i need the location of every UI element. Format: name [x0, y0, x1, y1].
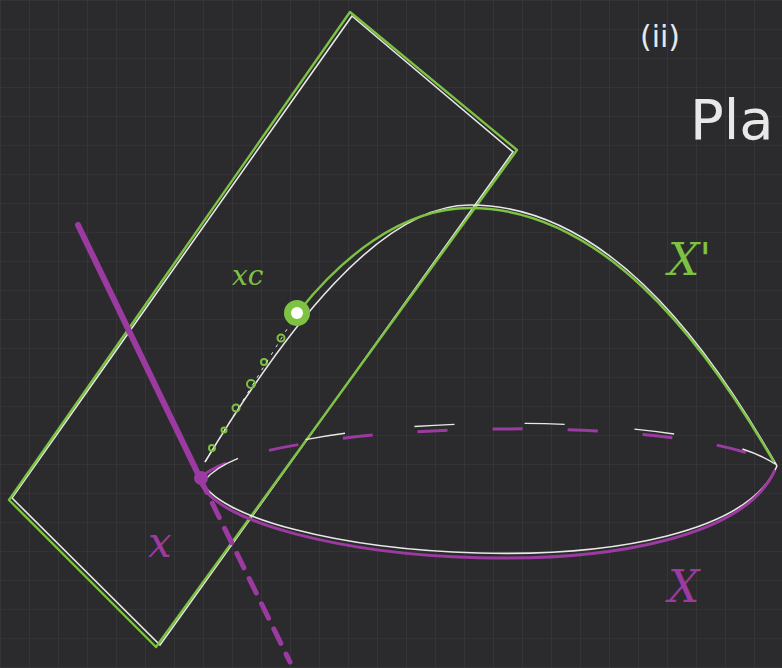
point-label: x — [148, 522, 172, 564]
point-xc — [284, 300, 310, 326]
curve-label: X — [668, 565, 699, 609]
dotted-segment — [209, 335, 285, 452]
note-text: Pla — [690, 92, 774, 148]
tangent-line-dashed — [200, 478, 290, 662]
curve-x-prime — [300, 208, 774, 462]
dotted-line — [205, 313, 297, 462]
note-text: (ii) — [640, 22, 680, 52]
ellipse-front-white — [200, 466, 777, 553]
point-x — [194, 471, 208, 485]
ellipse-back-white — [205, 423, 775, 480]
curve-white — [205, 205, 777, 466]
point-label: xc — [232, 262, 263, 290]
point-xc-inner — [291, 307, 303, 319]
tangent-line — [78, 225, 200, 478]
ellipse-front — [200, 470, 775, 558]
ellipse-back — [200, 429, 777, 478]
curve-label: X' — [668, 238, 711, 282]
